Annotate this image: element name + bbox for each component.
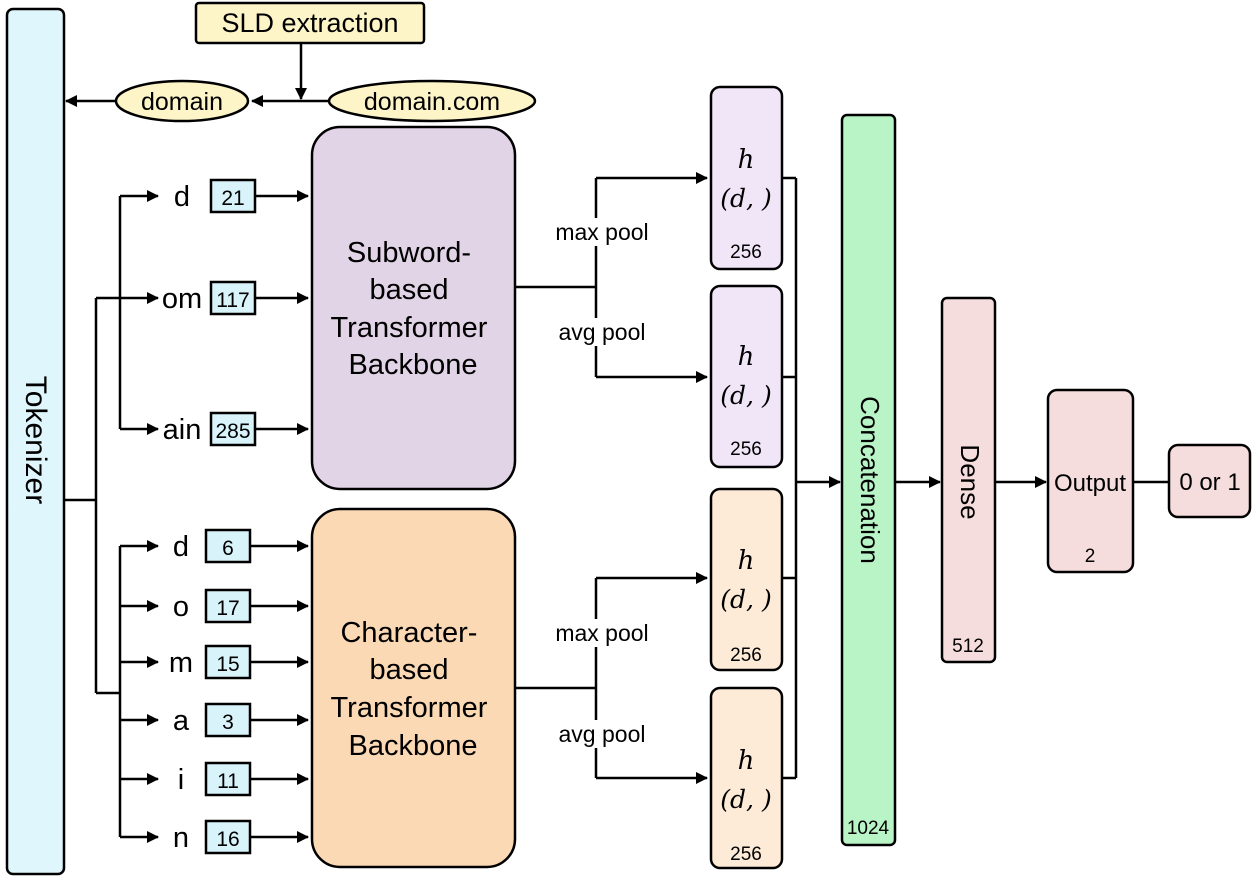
token-id: 15 — [216, 653, 239, 676]
token-id: 117 — [216, 289, 249, 312]
concat-bracket — [782, 176, 841, 780]
token-id: 16 — [216, 828, 239, 851]
char-avg-pool-label: avg pool — [559, 721, 646, 747]
character-backbone-label: Character- based Transformer Backbone — [331, 617, 496, 762]
token-row: n 16 — [120, 819, 309, 855]
token-id-box — [209, 411, 257, 447]
hidden-h-label: h — [738, 546, 755, 576]
tokenizer-label: Tokenizer — [19, 376, 52, 504]
token-id: 17 — [216, 597, 239, 620]
tokenizer-branches — [64, 196, 122, 837]
token-id-box — [209, 280, 257, 316]
concatenation-label: Concatenation — [855, 396, 885, 564]
hidden-vector-sub-max: h (d, ) 256 — [709, 85, 784, 271]
hidden-shape-label: (d, ) — [720, 785, 771, 814]
token-id: 285 — [215, 420, 250, 443]
hidden-dim: 256 — [730, 645, 762, 666]
hidden-vector-char-max: h (d, ) 256 — [709, 487, 784, 672]
sub-avg-pool-label: avg pool — [559, 319, 646, 345]
character-backbone-box — [310, 507, 517, 869]
subword-token-layer: d 21 om 117 ain 285 — [120, 178, 309, 447]
output-label: Output — [1054, 470, 1126, 497]
tokenizer-box — [5, 7, 66, 876]
hidden-dim: 256 — [730, 844, 762, 865]
hidden-dim: 256 — [730, 439, 762, 460]
token-row: ain 285 — [120, 411, 309, 447]
token-text: ain — [163, 414, 202, 446]
hidden-vector-char-avg: h (d, ) 256 — [709, 686, 784, 870]
hidden-shape-label: (d, ) — [720, 585, 771, 614]
token-id-box — [204, 819, 252, 855]
sub-max-pool-label: max pool — [555, 219, 648, 245]
token-row: om 117 — [120, 280, 309, 316]
token-id-box — [204, 702, 252, 738]
char-max-pool-label: max pool — [555, 620, 648, 646]
subword-backbone-box — [310, 125, 517, 491]
hidden-vector-sub-avg: h (d, ) 256 — [709, 284, 784, 469]
hidden-h-label: h — [738, 746, 755, 776]
pooling-connectors — [515, 172, 708, 784]
token-row: i 11 — [120, 761, 309, 797]
hidden-shape-label: (d, ) — [720, 184, 771, 213]
token-id: 11 — [217, 770, 239, 793]
token-id-box — [204, 644, 252, 680]
result-box — [1167, 443, 1252, 519]
token-id: 21 — [221, 187, 244, 210]
hidden-h-label: h — [738, 145, 755, 175]
token-id: 6 — [222, 537, 234, 560]
dense-dim: 512 — [952, 636, 984, 657]
hidden-dim: 256 — [730, 242, 762, 263]
token-id: 3 — [222, 711, 234, 734]
sld-extraction-box — [194, 1, 426, 45]
hidden-h-label: h — [738, 342, 755, 372]
token-text: a — [173, 705, 190, 737]
hidden-shape-label: (d, ) — [720, 381, 771, 410]
token-id-box — [204, 588, 252, 624]
dense-label: Dense — [955, 444, 985, 519]
token-row: m 15 — [120, 644, 309, 680]
concatenation-box — [840, 113, 897, 847]
concatenation-dim: 1024 — [847, 818, 890, 839]
token-text: n — [173, 822, 189, 854]
sld-extraction-label: SLD extraction — [221, 8, 398, 38]
token-text: d — [174, 181, 190, 213]
result-label: 0 or 1 — [1179, 469, 1240, 496]
token-row: o 17 — [120, 588, 309, 624]
token-text: i — [178, 764, 184, 796]
token-text: m — [169, 647, 193, 679]
dense-box — [940, 296, 997, 664]
subword-backbone-label: Subword- based Transformer Backbone — [331, 237, 496, 381]
output-dim: 2 — [1085, 546, 1096, 567]
extracted-domain-label: domain — [141, 88, 223, 116]
token-text: o — [173, 591, 189, 623]
token-row: d 21 — [120, 178, 309, 214]
token-text: d — [173, 531, 189, 563]
token-id-box — [209, 178, 257, 214]
input-domain-label: domain.com — [364, 88, 500, 116]
token-text: om — [162, 283, 202, 315]
